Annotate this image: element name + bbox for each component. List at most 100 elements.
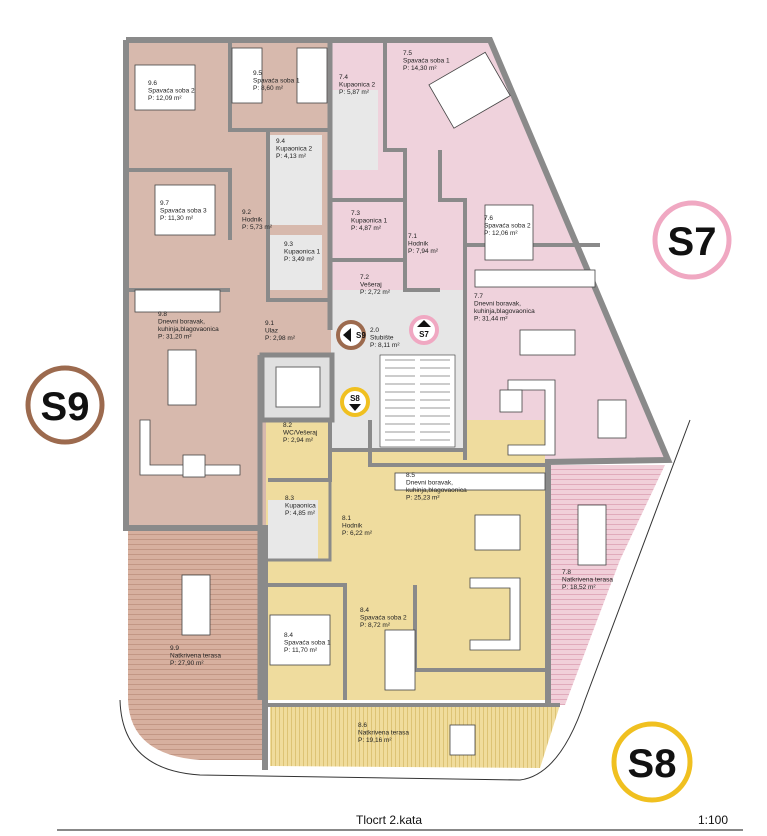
walls [123,37,673,770]
room-number: 7.7 [474,293,483,300]
arrow-up-icon [417,320,431,327]
room-name: Hodnik [342,523,363,530]
bathroom-8-3 [268,500,318,560]
room-area: P: 7,94 m² [408,248,439,255]
room-name: Kupaonica 1 [351,218,388,225]
room-number: 9.7 [160,200,169,207]
plan-scale: 1:100 [698,813,729,827]
room-area: P: 27,90 m² [170,660,204,667]
room-number: 9.2 [242,209,251,216]
room-area: P: 3,49 m² [284,256,315,263]
room-name: Natkrivena terasa [562,577,613,584]
room-number: 9.8 [158,311,167,318]
room-name: kuhinja,blagovaonica [406,487,467,494]
terrace-table [449,724,476,756]
bathroom-9-3 [270,235,322,290]
bed [231,47,263,104]
coffee-table [182,454,206,478]
room-area: P: 14,30 m² [403,65,437,72]
room-name: Spavaća soba 2 [360,615,407,622]
room-area: P: 18,52 m² [562,584,596,591]
room-name: Spavaća soba 1 [253,78,300,85]
unit-marker-label: S7 [668,220,717,264]
arrow-down-icon [349,404,361,411]
room-name: Natkrivena terasa [358,730,409,737]
dining-table [167,349,197,406]
room-name: Kupaonica [285,503,316,510]
bed [269,614,331,666]
room-area: P: 8,72 m² [360,622,391,629]
room-number: 9.4 [276,138,285,145]
terrace-9-9 [128,530,265,760]
room-area: P: 4,13 m² [276,153,307,160]
room-number: 8.1 [342,515,351,522]
unit-marker-s9[interactable]: S9 [25,365,105,445]
room-area: P: 25,23 m² [406,495,440,502]
bed [484,204,534,261]
bed [134,64,196,111]
room-name: Spavaća soba 1 [284,640,331,647]
kitchen-counter [394,472,546,491]
room-name: Ulaz [265,328,278,335]
room-name: Hodnik [242,217,263,224]
room-name: Kupaonica 2 [276,146,313,153]
room-number: 8.4 [360,607,369,614]
bed [296,47,328,104]
room-name: Vešeraj [360,282,382,289]
bathroom-7-4 [330,90,378,170]
bathroom-9-4 [270,135,322,225]
room-name: WC/Vešeraj [283,430,317,437]
room-area: P: 2,72 m² [360,289,391,296]
terrace-8-6 [270,705,560,768]
sofa [139,419,241,476]
furniture [134,47,627,756]
room-number: 9.9 [170,645,179,652]
room-name: Natkrivena terasa [170,653,221,660]
room-area: P: 31,20 m² [158,334,192,341]
room-number: 7.5 [403,50,412,57]
unit-marker-label: S8 [628,742,677,786]
dining-table [597,399,627,439]
site-outline [119,419,691,781]
unit-marker-s8[interactable]: S8 [611,721,693,803]
marker-ring [340,387,370,417]
room-area: P: 12,09 m² [148,95,182,102]
room-area: P: 19,16 m² [358,737,392,744]
room-number: 7.6 [484,215,493,222]
entrance-marker-s7: S7 [409,315,439,345]
room-number: 7.8 [562,569,571,576]
room-number: 8.4 [284,632,293,639]
marker-label: S9 [356,331,366,340]
terrace-table [181,574,211,636]
terrace-7-8 [548,465,665,705]
room-name: Kupaonica 2 [339,82,376,89]
room-name: Dnevni boravak, [406,480,453,487]
unit-marker-s7[interactable]: S7 [652,200,732,280]
unit-marker-ring [611,721,693,803]
entrance-marker-s8: S8 [340,387,370,417]
bed [428,51,511,129]
unit-marker-ring [652,200,732,280]
room-area: P: 8,11 m² [370,342,400,349]
room-area: P: 5,87 m² [339,89,370,96]
room-area: P: 11,30 m² [160,215,194,222]
room-area: P: 12,06 m² [484,230,518,237]
room-number: 2.0 [370,327,379,334]
room-number: 8.3 [285,495,294,502]
room-name: Dnevni boravak, [158,319,205,326]
kitchen-island [519,329,576,356]
marker-label: S7 [419,330,429,339]
dining-table [474,514,521,551]
entrance-marker-s9: S9 [336,320,366,350]
room-area: P: 2,98 m² [265,335,296,342]
room-number: 7.3 [351,210,360,217]
room-name: Spavaća soba 2 [484,223,531,230]
staircase [379,354,456,448]
room-name: kuhinja,blagovaonica [474,308,535,315]
room-area: P: 5,73 m² [242,224,273,231]
room-area: P: 8,60 m² [253,85,284,92]
room-name: Dnevni boravak, [474,301,521,308]
marker-label: S8 [350,394,360,403]
room-number: 8.2 [283,422,292,429]
